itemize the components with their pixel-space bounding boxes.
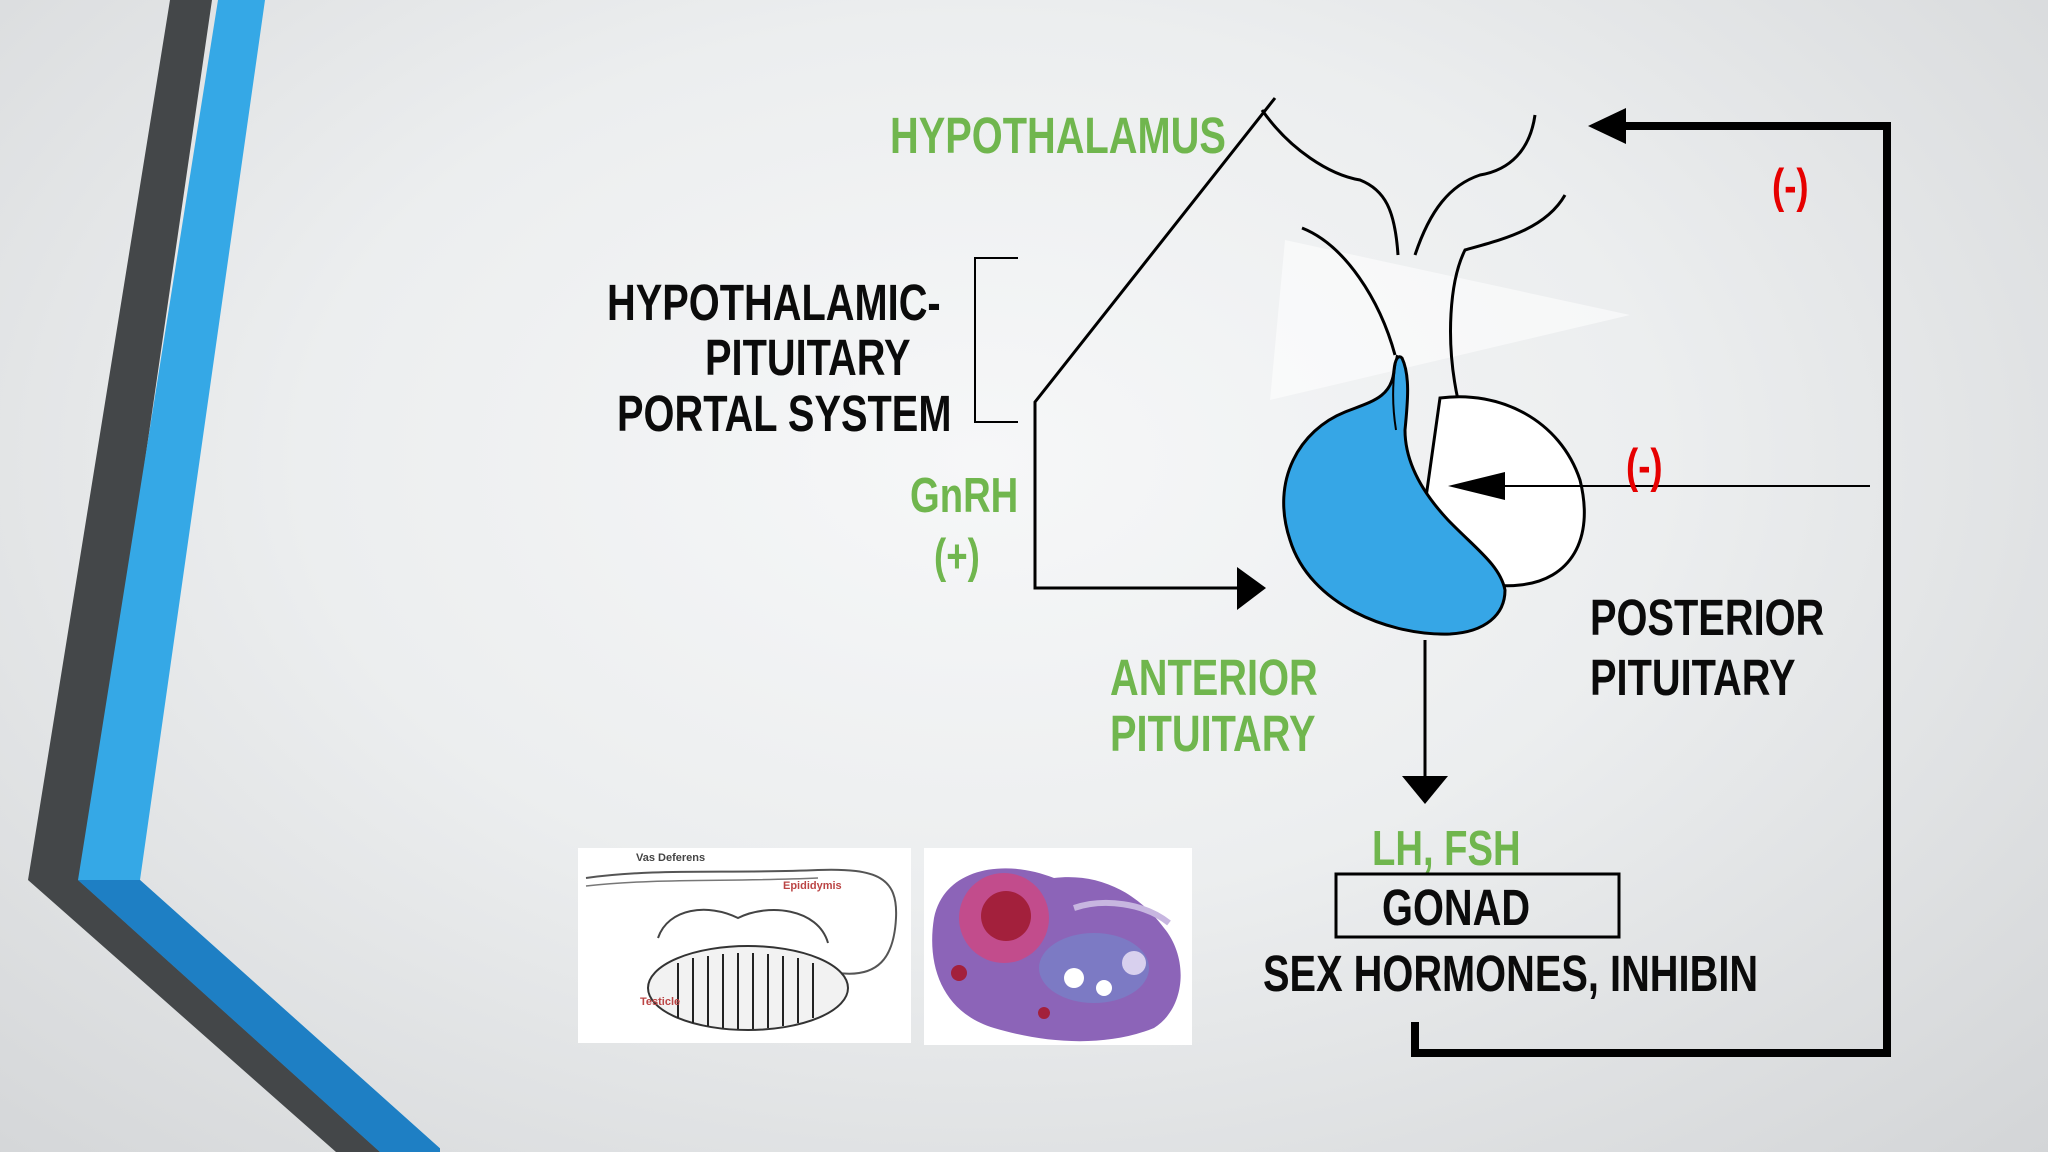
hypothalamus-outline-right — [1413, 114, 1537, 256]
feedback-loop-arrowhead — [1588, 108, 1626, 144]
dark-accent-bar — [28, 0, 440, 1152]
lh-fsh-label: LH, FSH — [1372, 822, 1521, 876]
feedback-thin-arrowhead — [1448, 472, 1505, 500]
blue-accent-bar-lower — [78, 880, 440, 1152]
vas-deferens-label: Vas Deferens — [636, 852, 706, 864]
posterior-pituitary-label-1: POSTERIOR — [1590, 589, 1825, 646]
epididymis-label: Epididymis — [783, 880, 842, 892]
stalk-left — [1301, 226, 1397, 356]
gnrh-label: GnRH — [910, 469, 1019, 523]
portal-bracket — [974, 257, 1018, 423]
portal-system-label-3: PORTAL SYSTEM — [617, 385, 952, 442]
negative-feedback-mid: (-) — [1626, 439, 1663, 492]
portal-vessel — [1392, 354, 1398, 431]
posterior-pituitary-label-2: PITUITARY — [1590, 649, 1796, 706]
lh-fsh-arrowhead — [1402, 776, 1448, 804]
ovary-histology-image — [924, 848, 1192, 1045]
gnrh-arrowhead — [1237, 567, 1266, 610]
gnrh-plus-label: (+) — [934, 529, 980, 582]
stalk-right — [1449, 194, 1567, 401]
anterior-pituitary-label-2: PITUITARY — [1110, 705, 1316, 762]
blue-accent-bar — [78, 0, 440, 1152]
sex-hormones-label: SEX HORMONES, INHIBIN — [1263, 945, 1759, 1002]
testicle-illustration: Vas Deferens Epididymis Testicle — [578, 848, 911, 1043]
anterior-pituitary — [1282, 355, 1507, 636]
portal-pathway-line — [1033, 97, 1277, 590]
anterior-pituitary-label-1: ANTERIOR — [1110, 649, 1318, 706]
ovary-drawing — [932, 868, 1181, 1042]
gonad-label: GONAD — [1382, 879, 1531, 936]
left-accent-bars — [28, 0, 440, 1152]
gonad-box — [1334, 872, 1621, 939]
testicle-drawing — [585, 868, 898, 1031]
negative-feedback-top: (-) — [1772, 159, 1809, 212]
portal-system-label-1: HYPOTHALAMIC- — [607, 274, 941, 331]
testicle-label: Testicle — [640, 996, 681, 1008]
hypothalamus-outline — [1260, 109, 1400, 256]
hypothalamus-label: HYPOTHALAMUS — [890, 107, 1226, 164]
feedback-loop-line — [1411, 122, 1891, 1057]
portal-system-label-2: PITUITARY — [705, 329, 911, 386]
